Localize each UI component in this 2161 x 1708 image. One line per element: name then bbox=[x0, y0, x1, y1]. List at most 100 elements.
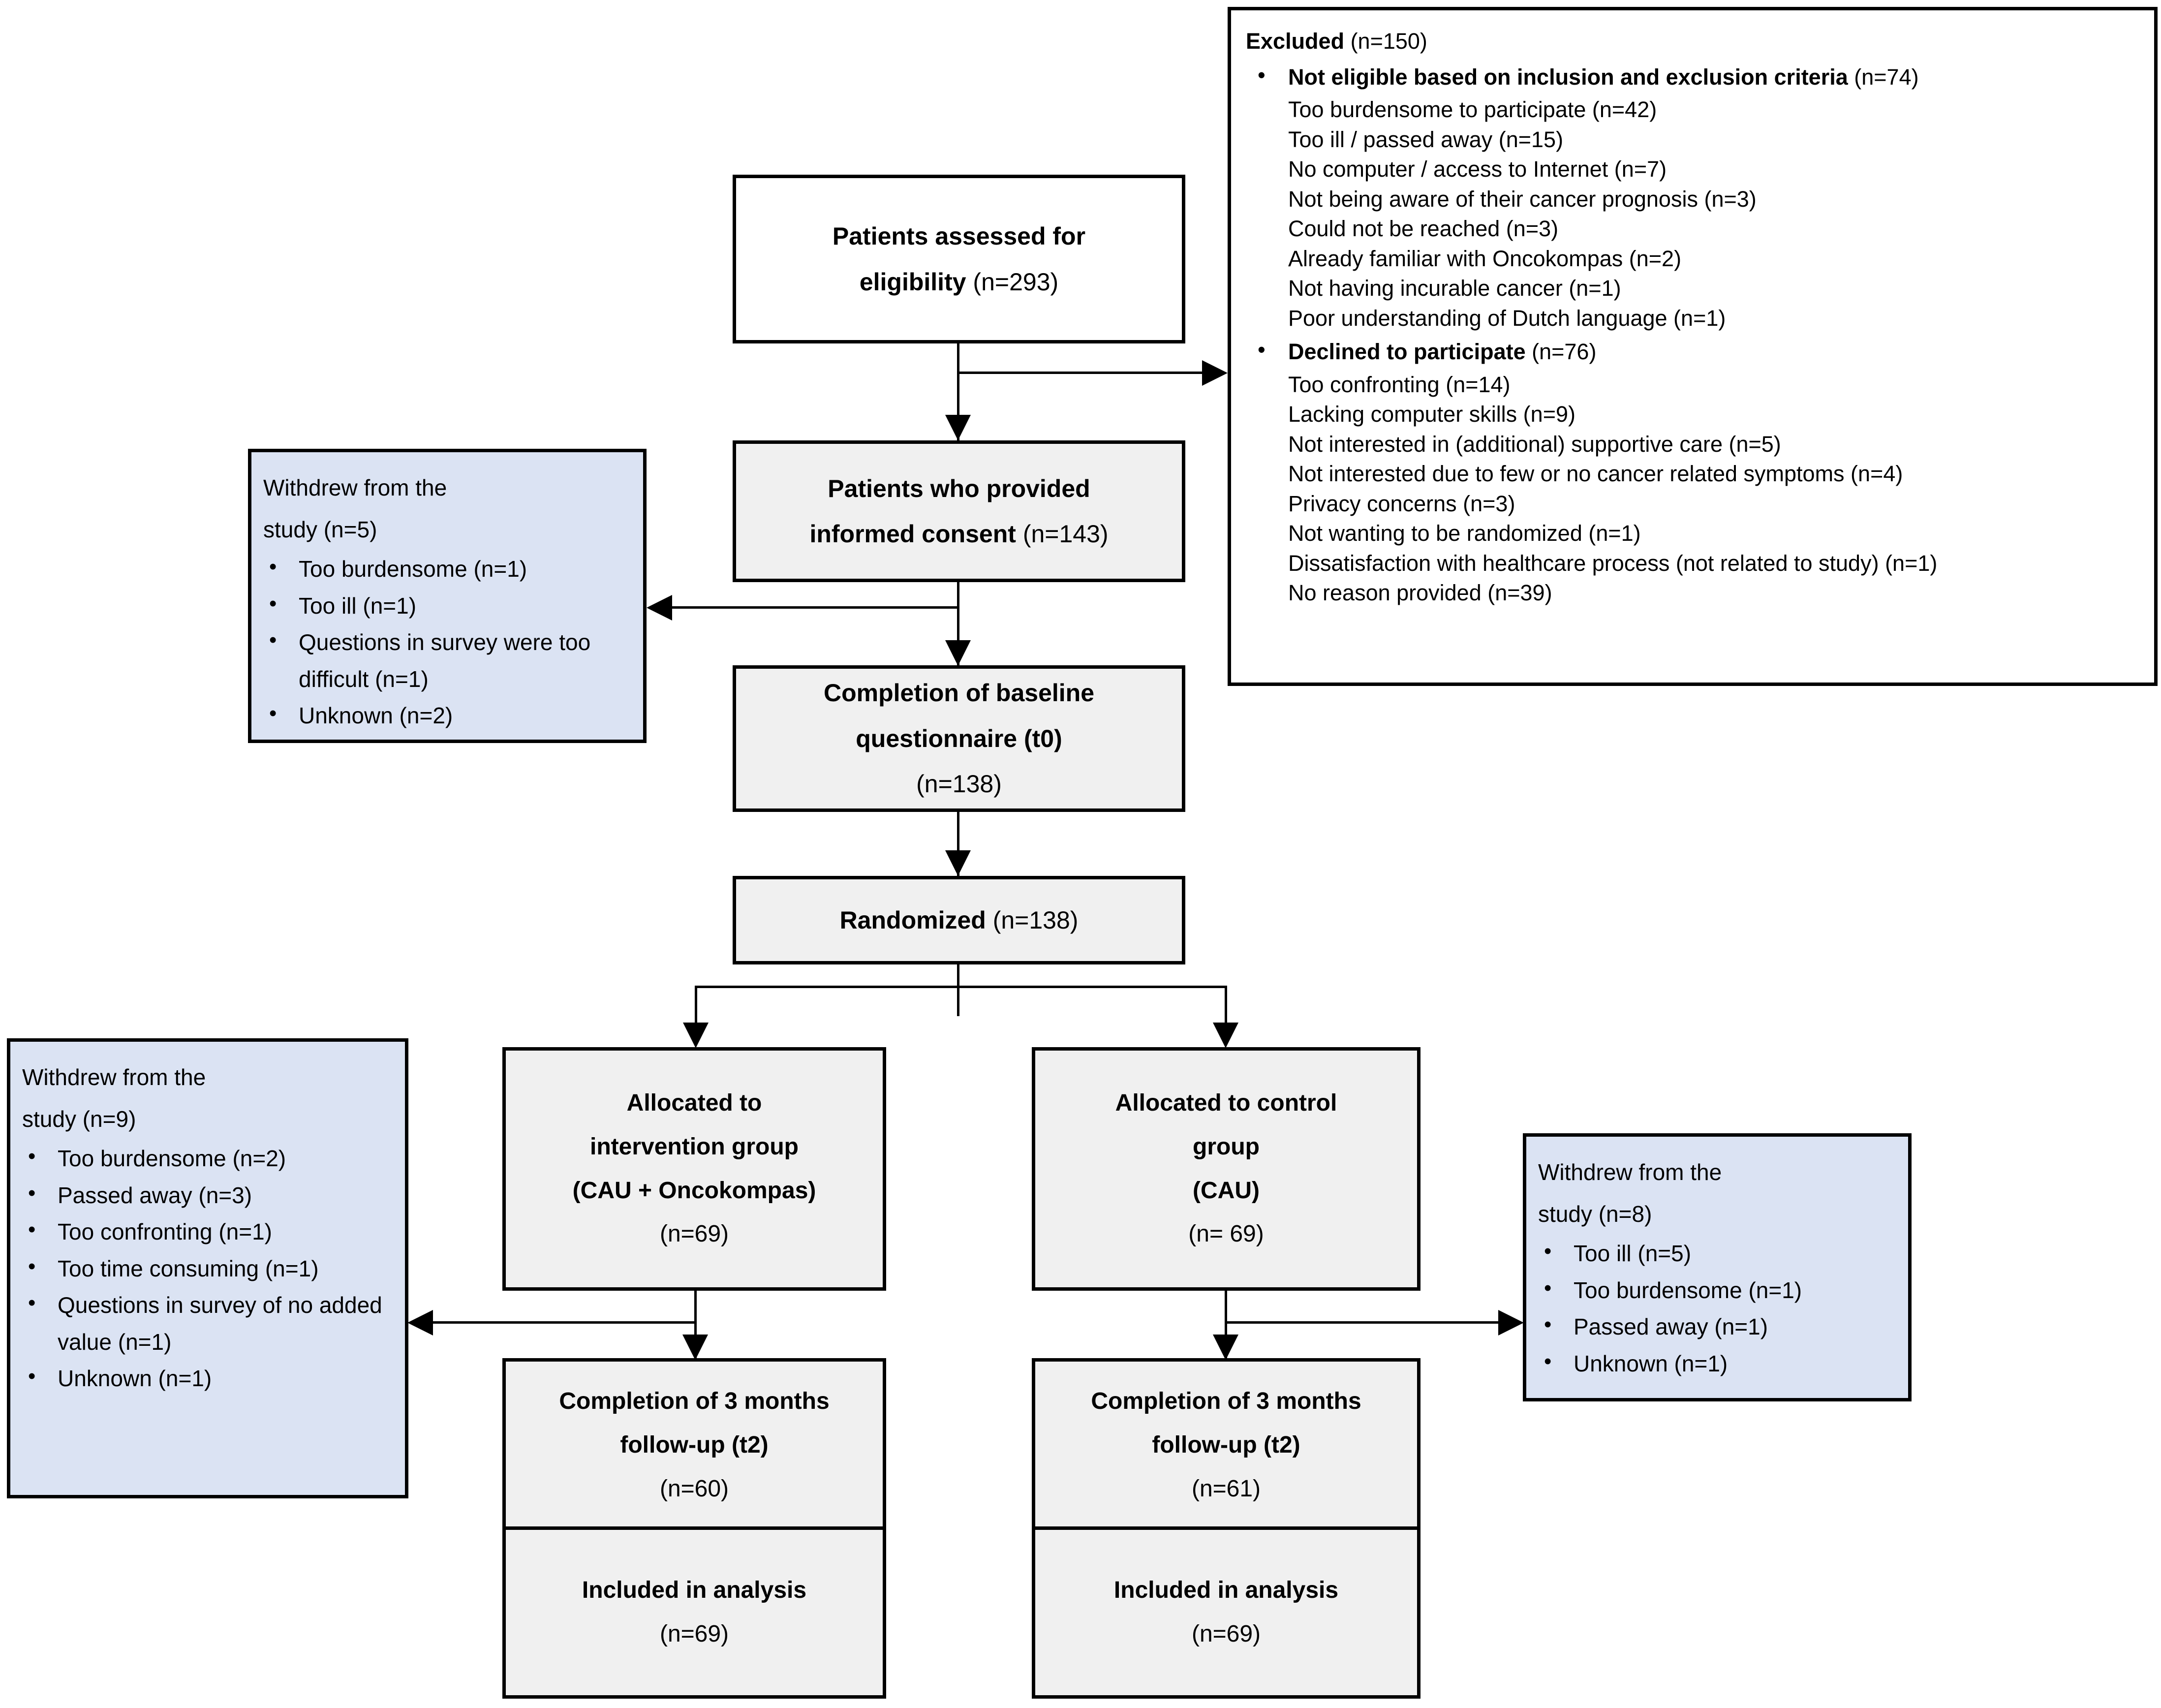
excluded-title-bold: Excluded bbox=[1246, 29, 1345, 54]
node-patients-assessed-count: (n=293) bbox=[966, 268, 1059, 296]
withdrew-reason-item: Questions in survey of no added value (n… bbox=[22, 1286, 398, 1360]
excluded-panel: Excluded (n=150) Not eligible based on i… bbox=[1228, 7, 2158, 686]
node-informed-consent: Patients who provided informed consent (… bbox=[733, 440, 1185, 582]
withdrew-reason-item: Too burdensome (n=1) bbox=[263, 550, 635, 588]
excluded-reason: Not wanting to be randomized (n=1) bbox=[1288, 521, 1641, 546]
connector-randomized-left-drop bbox=[695, 986, 697, 1040]
node-analysis-control: Included in analysis (n=69) bbox=[1032, 1526, 1420, 1699]
excluded-reason: Could not be reached (n=3) bbox=[1288, 216, 1559, 241]
arrow-down-to-randomized-icon bbox=[945, 850, 971, 876]
arrow-down-to-followup-intervention-icon bbox=[682, 1335, 708, 1360]
node-allocated-control-line2: group bbox=[1193, 1133, 1260, 1160]
node-baseline-line2: questionnaire (t0) bbox=[856, 724, 1062, 752]
node-analysis-control-count: (n=69) bbox=[1191, 1621, 1261, 1647]
excluded-reason: Lacking computer skills (n=9) bbox=[1288, 402, 1575, 427]
withdrew-baseline-panel: Withdrew from the study (n=5) Too burden… bbox=[248, 449, 647, 743]
excluded-reason: Too ill / passed away (n=15) bbox=[1288, 126, 1564, 152]
excluded-reason: Already familiar with Oncokompas (n=2) bbox=[1288, 246, 1682, 271]
excluded-reason: Poor understanding of Dutch language (n=… bbox=[1288, 305, 1726, 331]
excluded-title: Excluded (n=150) bbox=[1246, 27, 2139, 56]
node-allocated-intervention-line1: Allocated to bbox=[626, 1089, 762, 1116]
withdrew-intervention-head-line2: study (n=9) bbox=[22, 1106, 136, 1132]
withdrew-reason-item: Too ill (n=5) bbox=[1538, 1234, 1901, 1272]
node-followup-control-count: (n=61) bbox=[1191, 1475, 1261, 1502]
connector-randomized-stem bbox=[957, 964, 959, 1016]
withdrew-baseline-reason-list: Too burdensome (n=1) Too ill (n=1) Quest… bbox=[263, 550, 635, 734]
node-patients-assessed-line2: eligibility (n=293) bbox=[736, 259, 1182, 305]
excluded-group-label-1-bold: Declined to participate bbox=[1288, 339, 1526, 364]
withdrew-intervention-head-line1: Withdrew from the bbox=[22, 1064, 206, 1090]
connector-intervention-to-followup bbox=[694, 1291, 697, 1360]
withdrew-reason-item: Too burdensome (n=1) bbox=[1538, 1271, 1901, 1309]
connector-consent-to-withdrew-baseline bbox=[672, 606, 958, 609]
arrow-right-to-excluded-icon bbox=[1202, 360, 1228, 386]
excluded-group-label-0: Not eligible based on inclusion and excl… bbox=[1246, 61, 2139, 92]
arrow-down-to-followup-control-icon bbox=[1213, 1335, 1238, 1360]
node-allocated-control-count: (n= 69) bbox=[1188, 1221, 1264, 1247]
excluded-title-count: (n=150) bbox=[1344, 29, 1427, 54]
connector-control-to-followup bbox=[1225, 1291, 1227, 1360]
withdrew-reason-item: Unknown (n=1) bbox=[1538, 1344, 1901, 1382]
excluded-reason: No reason provided (n=39) bbox=[1288, 580, 1552, 605]
withdrew-control-panel: Withdrew from the study (n=8) Too ill (n… bbox=[1523, 1133, 1912, 1401]
withdrew-reason-item: Too burdensome (n=2) bbox=[22, 1139, 398, 1177]
connector-randomized-split bbox=[695, 986, 1227, 988]
arrow-down-to-control-icon bbox=[1213, 1023, 1238, 1048]
node-randomized-label: Randomized (n=138) bbox=[736, 898, 1182, 943]
withdrew-reason-item: Passed away (n=1) bbox=[1538, 1307, 1901, 1345]
withdrew-intervention-panel: Withdrew from the study (n=9) Too burden… bbox=[7, 1038, 408, 1498]
node-baseline-count: (n=138) bbox=[916, 770, 1002, 798]
excluded-reason: Dissatisfaction with healthcare process … bbox=[1288, 550, 1938, 576]
withdrew-intervention-reason-list: Too burdensome (n=2) Passed away (n=3) T… bbox=[22, 1139, 398, 1397]
arrow-left-to-withdrew-intervention-icon bbox=[407, 1310, 433, 1335]
arrow-right-to-withdrew-control-icon bbox=[1498, 1310, 1524, 1335]
node-allocated-intervention-count: (n=69) bbox=[659, 1221, 729, 1247]
node-allocated-control-line3: (CAU) bbox=[1193, 1177, 1260, 1204]
excluded-reason: Not having incurable cancer (n=1) bbox=[1288, 276, 1621, 301]
arrow-left-to-withdrew-baseline-icon bbox=[647, 595, 672, 621]
withdrew-baseline-head-line2: study (n=5) bbox=[263, 517, 377, 543]
arrow-down-to-intervention-icon bbox=[683, 1023, 709, 1048]
node-allocated-control-line1: Allocated to control bbox=[1115, 1089, 1337, 1116]
node-baseline-questionnaire: Completion of baseline questionnaire (t0… bbox=[733, 665, 1185, 812]
excluded-reason: Not interested in (additional) supportiv… bbox=[1288, 431, 1781, 457]
node-followup-intervention-line2: follow-up (t2) bbox=[620, 1432, 769, 1459]
excluded-reason: Too confronting (n=14) bbox=[1288, 372, 1511, 397]
excluded-group-label-0-count: (n=74) bbox=[1848, 64, 1919, 90]
node-followup-control-line2: follow-up (t2) bbox=[1152, 1432, 1300, 1459]
connector-randomized-right-drop bbox=[1225, 986, 1227, 1040]
connector-assessed-to-excluded bbox=[957, 372, 1204, 374]
node-informed-consent-line2: informed consent (n=143) bbox=[736, 511, 1182, 557]
connector-intervention-to-withdrew bbox=[433, 1321, 696, 1324]
node-allocated-intervention-line2: intervention group bbox=[590, 1133, 799, 1160]
withdrew-reason-item: Unknown (n=2) bbox=[263, 696, 635, 734]
withdrew-control-head-line2: study (n=8) bbox=[1538, 1201, 1652, 1227]
node-followup-intervention: Completion of 3 months follow-up (t2) (n… bbox=[502, 1358, 886, 1533]
node-analysis-intervention-line1: Included in analysis bbox=[582, 1577, 807, 1604]
excluded-reason: Not being aware of their cancer prognosi… bbox=[1288, 186, 1757, 212]
node-informed-consent-count: (n=143) bbox=[1016, 520, 1109, 548]
node-randomized: Randomized (n=138) bbox=[733, 876, 1185, 964]
node-followup-intervention-count: (n=60) bbox=[659, 1475, 729, 1502]
node-informed-consent-line1: Patients who provided bbox=[828, 474, 1090, 502]
node-patients-assessed-line2-bold: eligibility bbox=[859, 268, 966, 296]
excluded-group-label-1: Declined to participate (n=76) bbox=[1246, 336, 2139, 367]
node-allocated-control: Allocated to control group (CAU) (n= 69) bbox=[1032, 1047, 1420, 1291]
arrow-down-to-consent-icon bbox=[945, 415, 971, 440]
node-followup-control-line1: Completion of 3 months bbox=[1091, 1388, 1361, 1415]
excluded-group-label-1-count: (n=76) bbox=[1525, 339, 1597, 364]
excluded-reason: Too burdensome to participate (n=42) bbox=[1288, 97, 1657, 122]
arrow-down-to-baseline-icon bbox=[945, 640, 971, 666]
node-allocated-intervention-line3: (CAU + Oncokompas) bbox=[572, 1177, 816, 1204]
node-patients-assessed-line1: Patients assessed for bbox=[832, 222, 1086, 250]
withdrew-reason-item: Passed away (n=3) bbox=[22, 1176, 398, 1214]
withdrew-reason-item: Questions in survey were too difficult (… bbox=[263, 623, 635, 697]
node-randomized-label-bold: Randomized bbox=[839, 906, 986, 934]
withdrew-reason-item: Too time consuming (n=1) bbox=[22, 1249, 398, 1287]
connector-baseline-to-randomized bbox=[957, 812, 959, 876]
excluded-group-label-0-bold: Not eligible based on inclusion and excl… bbox=[1288, 64, 1848, 90]
excluded-reason: Not interested due to few or no cancer r… bbox=[1288, 461, 1903, 486]
node-informed-consent-line2-bold: informed consent bbox=[809, 520, 1016, 548]
connector-assessed-to-consent bbox=[957, 343, 959, 440]
